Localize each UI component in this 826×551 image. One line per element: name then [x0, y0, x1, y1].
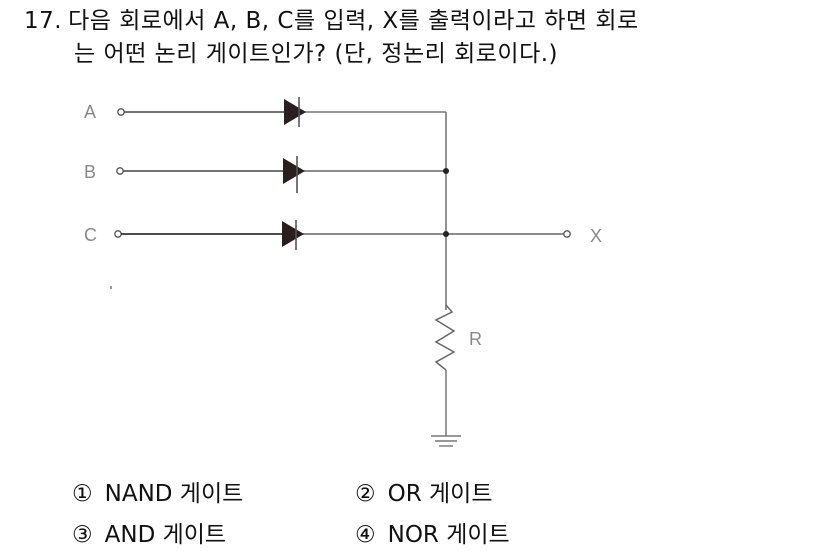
junction-b — [443, 168, 449, 174]
question-line-2: 는 어떤 논리 게이트인가? (단, 정논리 회로이다.) — [74, 40, 558, 68]
question-line-1: 17.다음 회로에서 A, B, C를 입력, X를 출력이라고 하면 회로 — [24, 7, 639, 35]
choice-3[interactable]: ③ AND 게이트 — [72, 521, 226, 549]
diode-b-icon — [283, 156, 305, 193]
diode-c-icon — [282, 220, 304, 250]
question-text-2: 는 어떤 논리 게이트인가? (단, 정논리 회로이다.) — [74, 41, 559, 67]
choice-4[interactable]: ④ NOR 게이트 — [355, 521, 510, 549]
choice-label-4: NOR 게이트 — [387, 522, 510, 548]
question-number: 17. — [24, 8, 63, 34]
choice-2[interactable]: ② OR 게이트 — [355, 480, 493, 508]
output-label-x: X — [590, 226, 602, 246]
junction-c — [443, 231, 449, 237]
choice-label-2: OR 게이트 — [387, 481, 493, 507]
choice-mark-1: ① — [72, 481, 93, 507]
diode-a-icon — [284, 97, 306, 127]
terminal-a — [117, 108, 125, 116]
ground-icon — [431, 435, 461, 447]
resistor-label: R — [469, 329, 482, 349]
question-text-1: 다음 회로에서 A, B, C를 입력, X를 출력이라고 하면 회로 — [68, 8, 639, 34]
choice-mark-2: ② — [355, 481, 376, 507]
input-label-b: B — [84, 162, 96, 182]
stray-dot — [110, 286, 112, 289]
input-label-c: C — [84, 225, 97, 245]
choice-label-3: AND 게이트 — [104, 522, 227, 548]
terminal-c — [114, 230, 122, 238]
choice-1[interactable]: ① NAND 게이트 — [72, 480, 243, 508]
terminal-x — [563, 230, 571, 238]
input-label-a: A — [84, 102, 96, 122]
choice-mark-3: ③ — [72, 522, 93, 548]
resistor-icon — [434, 304, 456, 371]
terminal-b — [116, 167, 124, 175]
choice-label-1: NAND 게이트 — [104, 481, 244, 507]
choice-mark-4: ④ — [355, 522, 376, 548]
